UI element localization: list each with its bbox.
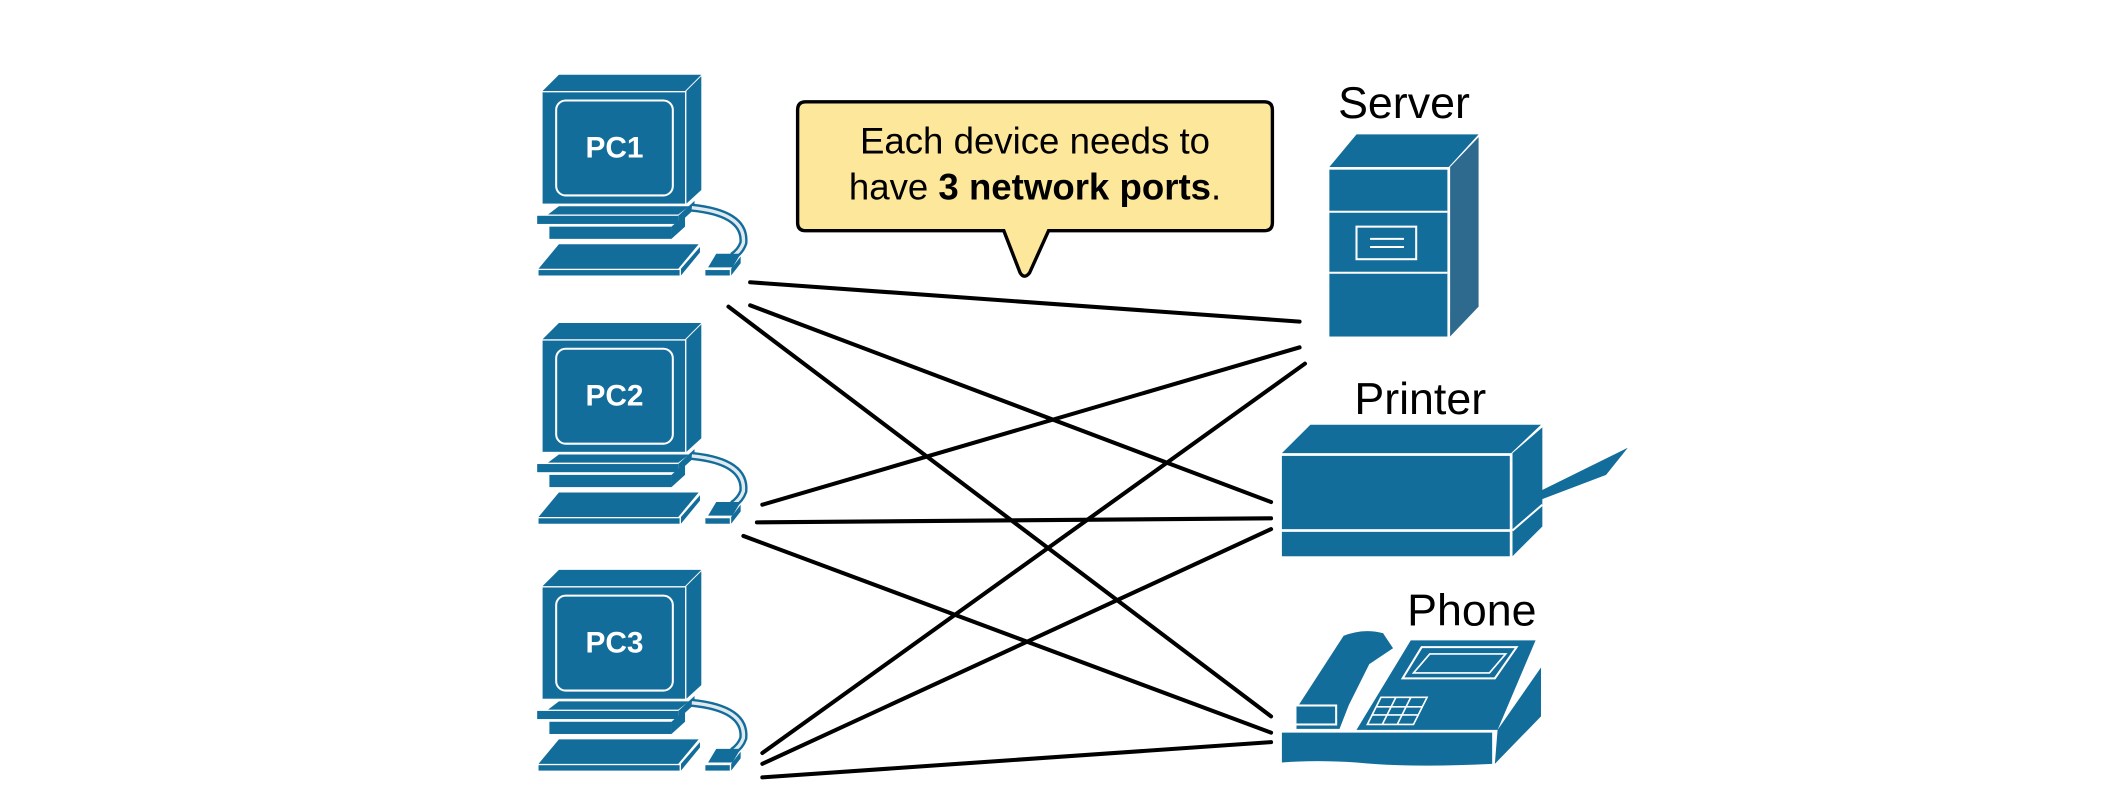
pc3-device: PC3 [537,570,743,771]
computer-icon [537,570,743,771]
computer-icon [537,323,743,524]
callout-bubble: Each device needs to have 3 network port… [795,100,1275,278]
pc2-label: PC2 [585,380,643,413]
phone-device: Phone [1281,585,1541,766]
server-icon [1329,134,1479,337]
callout-line-2: have 3 network ports. [849,167,1221,208]
callout-emphasis: 3 network ports [938,167,1211,208]
printer-device: Printer [1281,374,1628,557]
printer-label: Printer [1354,374,1486,424]
connection-pc2-printer [754,516,1274,525]
connection-pc3-phone [760,740,1274,780]
pc2-device: PC2 [537,323,743,524]
connection-pc1-server [748,280,1302,324]
pc3-label: PC3 [585,627,643,660]
pc1-label: PC1 [585,131,643,164]
connection-pc2-phone [741,533,1274,735]
printer-icon [1281,424,1628,557]
connection-pc3-printer [760,527,1274,766]
pc1-device: PC1 [537,75,743,276]
callout-prefix: have [849,167,939,208]
phone-label: Phone [1407,585,1536,635]
callout-suffix: . [1211,167,1221,208]
computer-icon [537,75,743,276]
server-device: Server [1329,78,1479,337]
connection-pc1-phone [726,304,1274,719]
connection-pc2-server [760,345,1302,507]
connection-pc3-server [760,361,1307,756]
phone-icon [1281,629,1541,766]
server-label: Server [1338,78,1470,128]
callout-line-1: Each device needs to [860,120,1210,161]
connection-lines [726,280,1307,780]
connection-pc1-printer [748,303,1274,505]
